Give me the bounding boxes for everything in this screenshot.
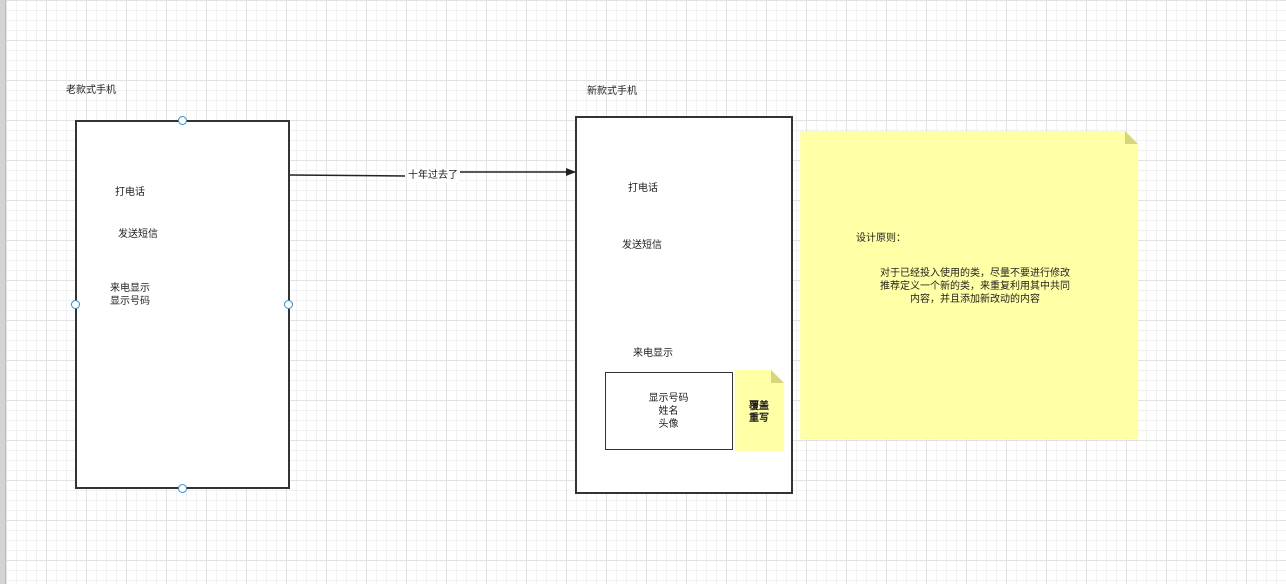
connector-label[interactable]: 十年过去了 — [407, 169, 459, 182]
selection-handle-right[interactable] — [284, 300, 293, 309]
new-phone-title: 新款式手机 — [587, 86, 637, 97]
old-phone-show-number-label: 显示号码 — [110, 296, 150, 307]
old-phone-caller-display-label: 来电显示 — [110, 283, 150, 294]
selection-handle-left[interactable] — [71, 300, 80, 309]
selection-handle-top[interactable] — [178, 116, 187, 125]
new-phone-caller-display-label: 来电显示 — [633, 348, 673, 359]
selection-handle-bottom[interactable] — [178, 484, 187, 493]
connector-arrow[interactable] — [289, 172, 575, 176]
override-note-line1: 覆盖 — [749, 401, 769, 412]
display-line-number: 显示号码 — [648, 393, 689, 404]
old-phone-box[interactable]: 打电话 发送短信 来电显示 显示号码 — [75, 120, 290, 489]
display-line-avatar: 头像 — [658, 419, 679, 430]
old-phone-sms-label: 发送短信 — [118, 229, 158, 240]
old-phone-call-label: 打电话 — [115, 187, 145, 198]
old-phone-title: 老款式手机 — [66, 85, 116, 96]
design-principle-line2: 推荐定义一个新的类，来重复利用其中共同 — [880, 281, 1070, 292]
design-principle-line3: 内容，并且添加新改动的内容 — [910, 294, 1040, 305]
override-note-line2: 重写 — [749, 413, 769, 424]
design-principle-title: 设计原则： — [856, 233, 906, 244]
design-principle-line1: 对于已经投入使用的类，尽量不要进行修改 — [880, 268, 1070, 279]
override-note-shape[interactable] — [735, 370, 785, 452]
display-line-name: 姓名 — [658, 406, 679, 417]
design-principle-note-shape[interactable] — [800, 131, 1140, 441]
display-info-box[interactable]: 显示号码 姓名 头像 — [605, 372, 733, 450]
new-phone-sms-label: 发送短信 — [622, 240, 662, 251]
new-phone-call-label: 打电话 — [628, 183, 658, 194]
canvas-left-rail — [0, 0, 6, 584]
